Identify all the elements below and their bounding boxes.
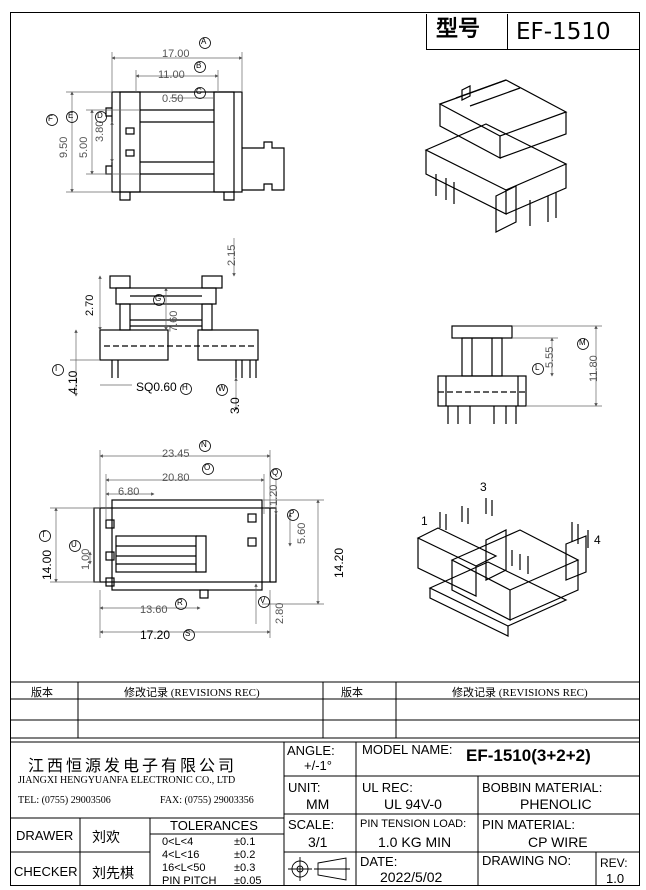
dim-e-letter: E [68, 111, 74, 120]
dim-r-letter: R [177, 598, 183, 607]
tol-value-3: ±0.05 [234, 875, 262, 887]
projection-symbol [288, 857, 350, 881]
dim-l-letter: L [535, 363, 540, 372]
dim-n-letter: N [201, 440, 207, 449]
dim-h-letter: H [182, 383, 188, 392]
ul-rec-value: UL 94V-0 [384, 796, 442, 812]
drawer-value: 刘欢 [92, 831, 120, 846]
dim-d-letter: D [97, 111, 103, 120]
dim-a-letter: A [201, 37, 207, 46]
drawing-views [39, 37, 602, 641]
dim-i-letter: I [55, 364, 58, 373]
dim-c-value: 0.50 [162, 93, 184, 105]
dim-s-value: 17.20 [140, 628, 171, 642]
tol-value-1: ±0.2 [234, 849, 256, 861]
company-name-en: JIANGXI HENGYUANFA ELECTRONIC CO., LTD [18, 775, 236, 786]
rev-label: REV: [600, 856, 628, 870]
drawing-frame [10, 12, 640, 886]
model-value: EF-1510 [516, 19, 611, 45]
dim-o-letter: O [204, 463, 211, 472]
dim-t-letter: T [41, 530, 46, 539]
angle-label: ANGLE: [287, 743, 335, 758]
dim-s-letter: S [185, 629, 191, 638]
dim-h-value: SQ0.60 [136, 380, 177, 394]
dim-b-letter: B [196, 61, 202, 70]
drawing-no-label: DRAWING NO: [482, 853, 572, 868]
company-name-cn: 江西恒源发电子有限公司 [28, 758, 238, 775]
model-name-label: MODEL NAME: [362, 742, 453, 757]
pin-material-label: PIN MATERIAL: [482, 817, 575, 832]
model-name-value: EF-1510(3+2+2) [466, 746, 591, 765]
drawer-label: DRAWER [16, 828, 74, 843]
bottom-view [93, 499, 277, 599]
dim-v-letter: V [260, 596, 266, 605]
iso-view-top [424, 79, 568, 233]
bobbin-material-label: BOBBIN MATERIAL: [482, 780, 603, 795]
model-header-divider [507, 14, 508, 50]
date-value: 2022/5/02 [380, 869, 443, 885]
dim-r-value: 13.60 [140, 604, 168, 616]
dim-o-value: 20.80 [162, 472, 190, 484]
tol-range-2: 16<L<50 [162, 862, 206, 874]
pin-label-3: 3 [480, 480, 487, 494]
top-view [105, 91, 285, 201]
tol-range-3: PIN PITCH [162, 875, 217, 887]
dim-m-letter: M [579, 338, 586, 347]
unit-value: MM [306, 796, 330, 812]
model-label: 型号 [436, 17, 481, 42]
tol-range-0: 0<L<4 [162, 836, 194, 848]
checker-label: CHECKER [14, 864, 78, 879]
dim-g-letter: G [155, 294, 162, 303]
iso-view-bottom [416, 498, 589, 637]
pin-tension-value: 1.0 KG MIN [378, 834, 452, 850]
dim-u-letter: U [71, 540, 77, 549]
ul-rec-label: UL REC: [362, 780, 413, 795]
rev-value: 1.0 [606, 871, 625, 886]
angle-value: +/-1° [304, 758, 332, 773]
rev-col-record-2: 修改记录 (REVISIONS REC) [452, 687, 588, 699]
dim-q-letter: Q [272, 468, 279, 477]
tol-value-2: ±0.3 [234, 862, 256, 874]
scale-value: 3/1 [308, 834, 328, 850]
end-view [437, 325, 527, 424]
dim-j-value: 6.80 [118, 486, 140, 498]
model-header-box [426, 14, 640, 50]
dim-n-value: 23.45 [162, 448, 190, 460]
dim-f-letter: F [48, 114, 53, 123]
dim-w-letter: W [218, 384, 226, 393]
rev-col-record-1: 修改记录 (REVISIONS REC) [124, 687, 260, 699]
date-label: DATE: [360, 854, 398, 869]
tolerances-label: TOLERANCES [170, 818, 258, 833]
dim-c-letter: C [196, 87, 202, 96]
scale-label: SCALE: [288, 817, 335, 832]
pin-label-4: 4 [594, 533, 601, 547]
tol-range-1: 4<L<16 [162, 849, 200, 861]
unit-label: UNIT: [288, 780, 321, 795]
rev-col-version-1: 版本 [31, 687, 53, 699]
bobbin-material-value: PHENOLIC [520, 796, 592, 812]
dim-p-letter: P [289, 509, 295, 518]
company-fax: FAX: (0755) 29003356 [160, 795, 254, 806]
tol-value-0: ±0.1 [234, 836, 256, 848]
dim-a-value: 17.00 [162, 48, 190, 60]
company-tel: TEL: (0755) 29003506 [18, 795, 111, 806]
pin-label-1: 1 [421, 514, 428, 528]
checker-value: 刘先棋 [92, 867, 134, 882]
pin-material-value: CP WIRE [528, 834, 588, 850]
rev-col-version-2: 版本 [341, 687, 363, 699]
dim-b-value: 11.00 [158, 69, 185, 81]
pin-tension-label: PIN TENSION LOAD: [360, 818, 467, 830]
